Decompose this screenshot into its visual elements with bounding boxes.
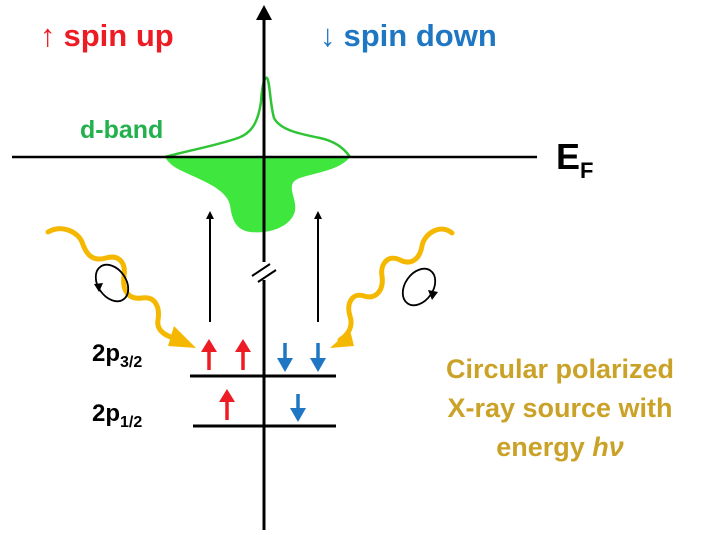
axis-break-icon (250, 262, 278, 283)
legend-spin-up: ↑spin up (40, 18, 174, 54)
level-2p12-sub: 1/2 (120, 414, 143, 431)
spin-up-arrow-icon (201, 339, 217, 370)
legend-spin-down: ↓spin down (320, 18, 497, 54)
spin-up-arrow-icon: ↑ (40, 18, 56, 53)
spin-down-label: spin down (343, 18, 497, 53)
photon-energy-symbol: hν (592, 432, 624, 462)
xray-source-label: Circular polarized X-ray source with ene… (410, 350, 710, 467)
wavy-xray-icon (45, 226, 196, 348)
level-2p32-label: 2p3/2 (92, 340, 142, 372)
energy-axis-arrowhead (256, 5, 272, 20)
level-2p32-main: 2p (92, 340, 121, 367)
level-2p12-label: 2p1/2 (92, 400, 142, 432)
source-line-3-prefix: energy (496, 432, 593, 462)
spin-down-arrow-icon (277, 343, 293, 372)
source-line-1: Circular polarized (445, 354, 675, 384)
fermi-level-label: EF (556, 136, 593, 184)
circular-polarization-icon (401, 267, 438, 307)
wavy-xray-icon (330, 226, 455, 348)
spin-up-arrow-icon (219, 389, 235, 420)
level-2p32-sub: 3/2 (120, 354, 143, 371)
level-2p12-main: 2p (92, 400, 121, 427)
d-band-curve (164, 76, 352, 159)
fermi-level-main: E (556, 136, 581, 177)
d-band-filled-region (165, 157, 350, 233)
spin-down-arrow-icon (290, 394, 306, 422)
spin-down-arrow-icon: ↓ (320, 18, 336, 53)
circular-polarization-icon (94, 263, 130, 303)
spin-down-arrow-icon (310, 343, 326, 372)
spin-up-arrow-icon (235, 339, 251, 370)
spin-up-label: spin up (63, 18, 174, 53)
source-line-2: X-ray source with (447, 393, 673, 423)
source-line-3: energy hν (410, 428, 710, 467)
fermi-level-sub: F (580, 158, 594, 183)
d-band-label: d-band (80, 116, 164, 144)
